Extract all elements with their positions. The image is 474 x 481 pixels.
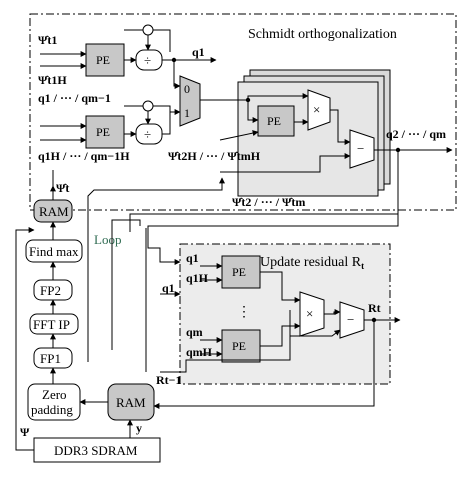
- multiplier-update: [299, 291, 325, 337]
- register-node-top: [142, 24, 154, 36]
- label-q1-out: q1: [192, 45, 205, 59]
- pe-bottom-label: PE: [96, 125, 110, 139]
- label-upd-q1: q1: [186, 251, 199, 265]
- mux-input-0: 0: [184, 82, 190, 96]
- label-rt-out: Rt: [368, 301, 381, 315]
- pe-update-top-label: PE: [232, 265, 246, 279]
- subtractor-update: [339, 301, 365, 339]
- pe-schmidt-label: PE: [267, 114, 281, 128]
- label-q-hist-top: q1 / ··· / qm−1: [38, 91, 111, 105]
- zero-padding-label-1: Zero: [42, 387, 67, 402]
- label-psi-t2m: Ψ̂t2 / ··· / Ψ̂tm: [232, 195, 305, 209]
- update-ellipsis: ⋮: [237, 305, 251, 320]
- label-upd-qmh: qmH: [186, 345, 213, 359]
- label-y: y: [136, 421, 142, 435]
- fp1-label: FP1: [40, 351, 61, 366]
- label-psi: Ψ: [20, 425, 30, 439]
- ddr3-sdram-label: DDR3 SDRAM: [54, 443, 138, 458]
- label-upd-qm: qm: [186, 325, 203, 339]
- divider-top-label: ÷: [144, 53, 151, 68]
- mux-block: [179, 75, 201, 127]
- wires: [15, 29, 453, 451]
- fp2-label: FP2: [40, 283, 61, 298]
- fft-ip-label: FFT IP: [33, 317, 70, 332]
- label-q-hist-bottom: q1H / ··· / qm−1H: [38, 149, 130, 163]
- label-psi-t2m-h: Ψ̂t2H / ··· / Ψ̂tmH: [168, 149, 261, 163]
- pe-block-bottom: [85, 115, 125, 149]
- pe-top-label: PE: [96, 53, 110, 67]
- multiplier-schmidt-label: ×: [313, 102, 320, 117]
- pe-block-schmidt: [257, 105, 295, 137]
- pe-update-bottom-label: PE: [232, 339, 246, 353]
- junction-dots: [171, 57, 401, 323]
- multiplier-update-label: ×: [306, 306, 313, 321]
- mux-input-1: 1: [184, 106, 190, 120]
- subtractor-schmidt-label: −: [357, 141, 364, 156]
- label-psi-t1: Ψ̂t1: [38, 33, 57, 47]
- divider-bottom-label: ÷: [144, 127, 151, 142]
- schmidt-title: Schmidt orthogonalization: [248, 27, 397, 42]
- ddr3-sdram-block: [33, 437, 161, 463]
- loop-label: Loop: [94, 232, 121, 247]
- update-title: Update residual Rt: [260, 255, 364, 271]
- label-upd-q1h: q1H: [186, 271, 209, 285]
- subtractor-update-label: −: [347, 312, 354, 327]
- ram-top-label: RAM: [39, 204, 69, 219]
- label-rt-prev: Rt−1: [156, 373, 182, 387]
- find-max-label: Find max: [29, 244, 79, 259]
- label-upd-q1-in: q1: [162, 281, 175, 295]
- pe-block-update-bottom: [221, 329, 261, 363]
- label-psi-t: Ψ̂t: [56, 181, 69, 195]
- ram-bottom-label: RAM: [116, 395, 146, 410]
- label-psi-t1-h: Ψ̂t1H: [38, 73, 67, 87]
- zero-padding-label-2: padding: [31, 402, 73, 417]
- multiplier-schmidt: [307, 89, 331, 131]
- label-q-out: q2 / ··· / qm: [386, 127, 446, 141]
- register-node-bottom: [142, 100, 154, 112]
- schmidt-orthogonalization-region: [29, 13, 457, 211]
